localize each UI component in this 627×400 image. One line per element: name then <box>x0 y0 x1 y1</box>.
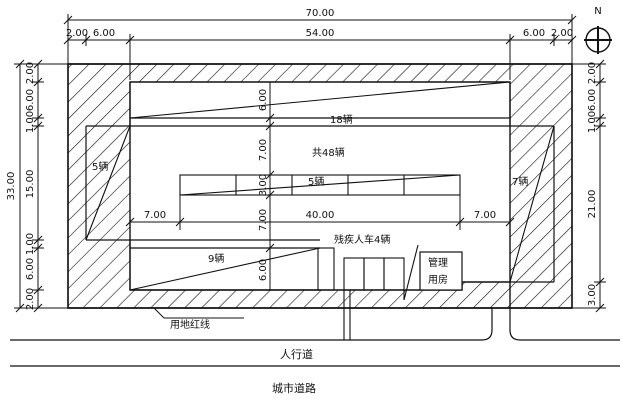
dim-mid-40: 40.00 <box>306 210 335 221</box>
top-dimension-lines <box>63 14 577 80</box>
dim-left-e: 1.00 <box>25 233 36 255</box>
dim-mid-right: 7.00 <box>474 210 496 221</box>
management-room <box>419 251 463 291</box>
dim-top-total: 70.00 <box>306 8 335 19</box>
label-total: 共48辆 <box>312 146 345 159</box>
road-lines <box>10 339 620 367</box>
dim-left-g: 2.00 <box>25 288 36 310</box>
dim-left-f: 6.00 <box>25 258 36 280</box>
label-sidewalk: 人行道 <box>280 347 313 361</box>
dim-top-left-b: 6.00 <box>93 28 115 39</box>
dim-right-e: 3.00 <box>587 284 598 306</box>
label-red-line: 用地红线 <box>170 318 210 331</box>
dim-right-b: 6.00 <box>587 89 598 111</box>
dim-center-3: 3.00 <box>258 174 269 196</box>
label-bottom-row: 9辆 <box>208 252 224 265</box>
dim-center-7b: 7.00 <box>258 209 269 231</box>
label-road: 城市道路 <box>272 381 316 395</box>
management-label: 管理 <box>428 256 448 269</box>
dim-left-b: 6.00 <box>25 89 36 111</box>
dim-top-right-b: 2.00 <box>551 28 573 39</box>
dim-center-7a: 7.00 <box>258 139 269 161</box>
dim-right-a: 2.00 <box>587 62 598 84</box>
label-top-row: 18辆 <box>330 113 353 126</box>
north-arrow: N <box>584 6 612 54</box>
dim-top-left-a: 2.00 <box>66 28 88 39</box>
driveway-exits <box>481 308 521 341</box>
red-line-leader <box>153 307 244 319</box>
dim-mid-left: 7.00 <box>144 210 166 221</box>
left-dimension-lines <box>14 59 68 313</box>
dim-right-c: 1.00 <box>587 111 598 133</box>
mid-horizontal-dimension <box>125 195 515 230</box>
center-vertical-dimension <box>265 82 275 290</box>
dim-center-top: 6.00 <box>258 89 269 111</box>
label-left-bay: 5辆 <box>92 160 108 173</box>
management-label-2: 用房 <box>428 273 448 286</box>
dim-left-total: 33.00 <box>6 172 17 201</box>
dim-left-c: 1.00 <box>25 111 36 133</box>
dim-top-right-a: 6.00 <box>523 28 545 39</box>
label-right-bay: 7辆 <box>512 175 528 188</box>
center-island <box>179 174 461 196</box>
label-center-island: 5辆 <box>308 175 324 188</box>
dim-left-a: 2.00 <box>25 62 36 84</box>
north-label: N <box>594 6 601 17</box>
diagonal-stall-lines <box>85 81 555 291</box>
disabled-parking-stalls <box>317 244 419 340</box>
label-disabled: 残疾人车4辆 <box>334 233 390 246</box>
dim-left-d: 15.00 <box>25 170 36 199</box>
dim-right-d: 21.00 <box>587 190 598 219</box>
dim-top-inner: 54.00 <box>306 28 335 39</box>
site-outline <box>67 63 573 309</box>
right-dimension-lines <box>572 59 606 313</box>
parking-zone-lines <box>85 82 555 291</box>
dim-center-bottom: 6.00 <box>258 259 269 281</box>
